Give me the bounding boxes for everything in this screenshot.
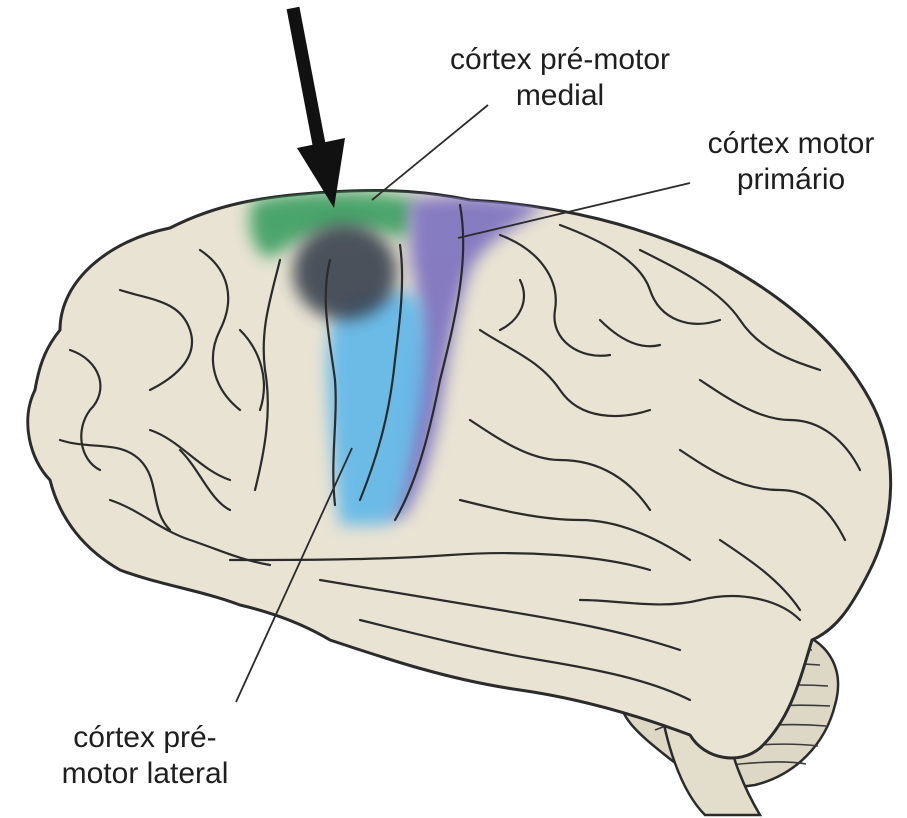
arrow-down-icon [293,8,345,208]
label-medial-premotor: córtex pré-motor medial [410,42,710,114]
label-primary-motor: córtex motor primário [675,126,907,198]
label-medial-premotor-line1: córtex pré-motor [410,42,710,78]
leader-line-medial-premotor [372,105,488,200]
label-primary-motor-line1: córtex motor [675,126,907,162]
label-lateral-premotor-line2: motor lateral [25,756,265,792]
label-medial-premotor-line2: medial [410,78,710,114]
focus-spot [293,224,397,320]
label-lateral-premotor: córtex pré- motor lateral [25,720,265,792]
label-primary-motor-line2: primário [675,162,907,198]
label-lateral-premotor-line1: córtex pré- [25,720,265,756]
